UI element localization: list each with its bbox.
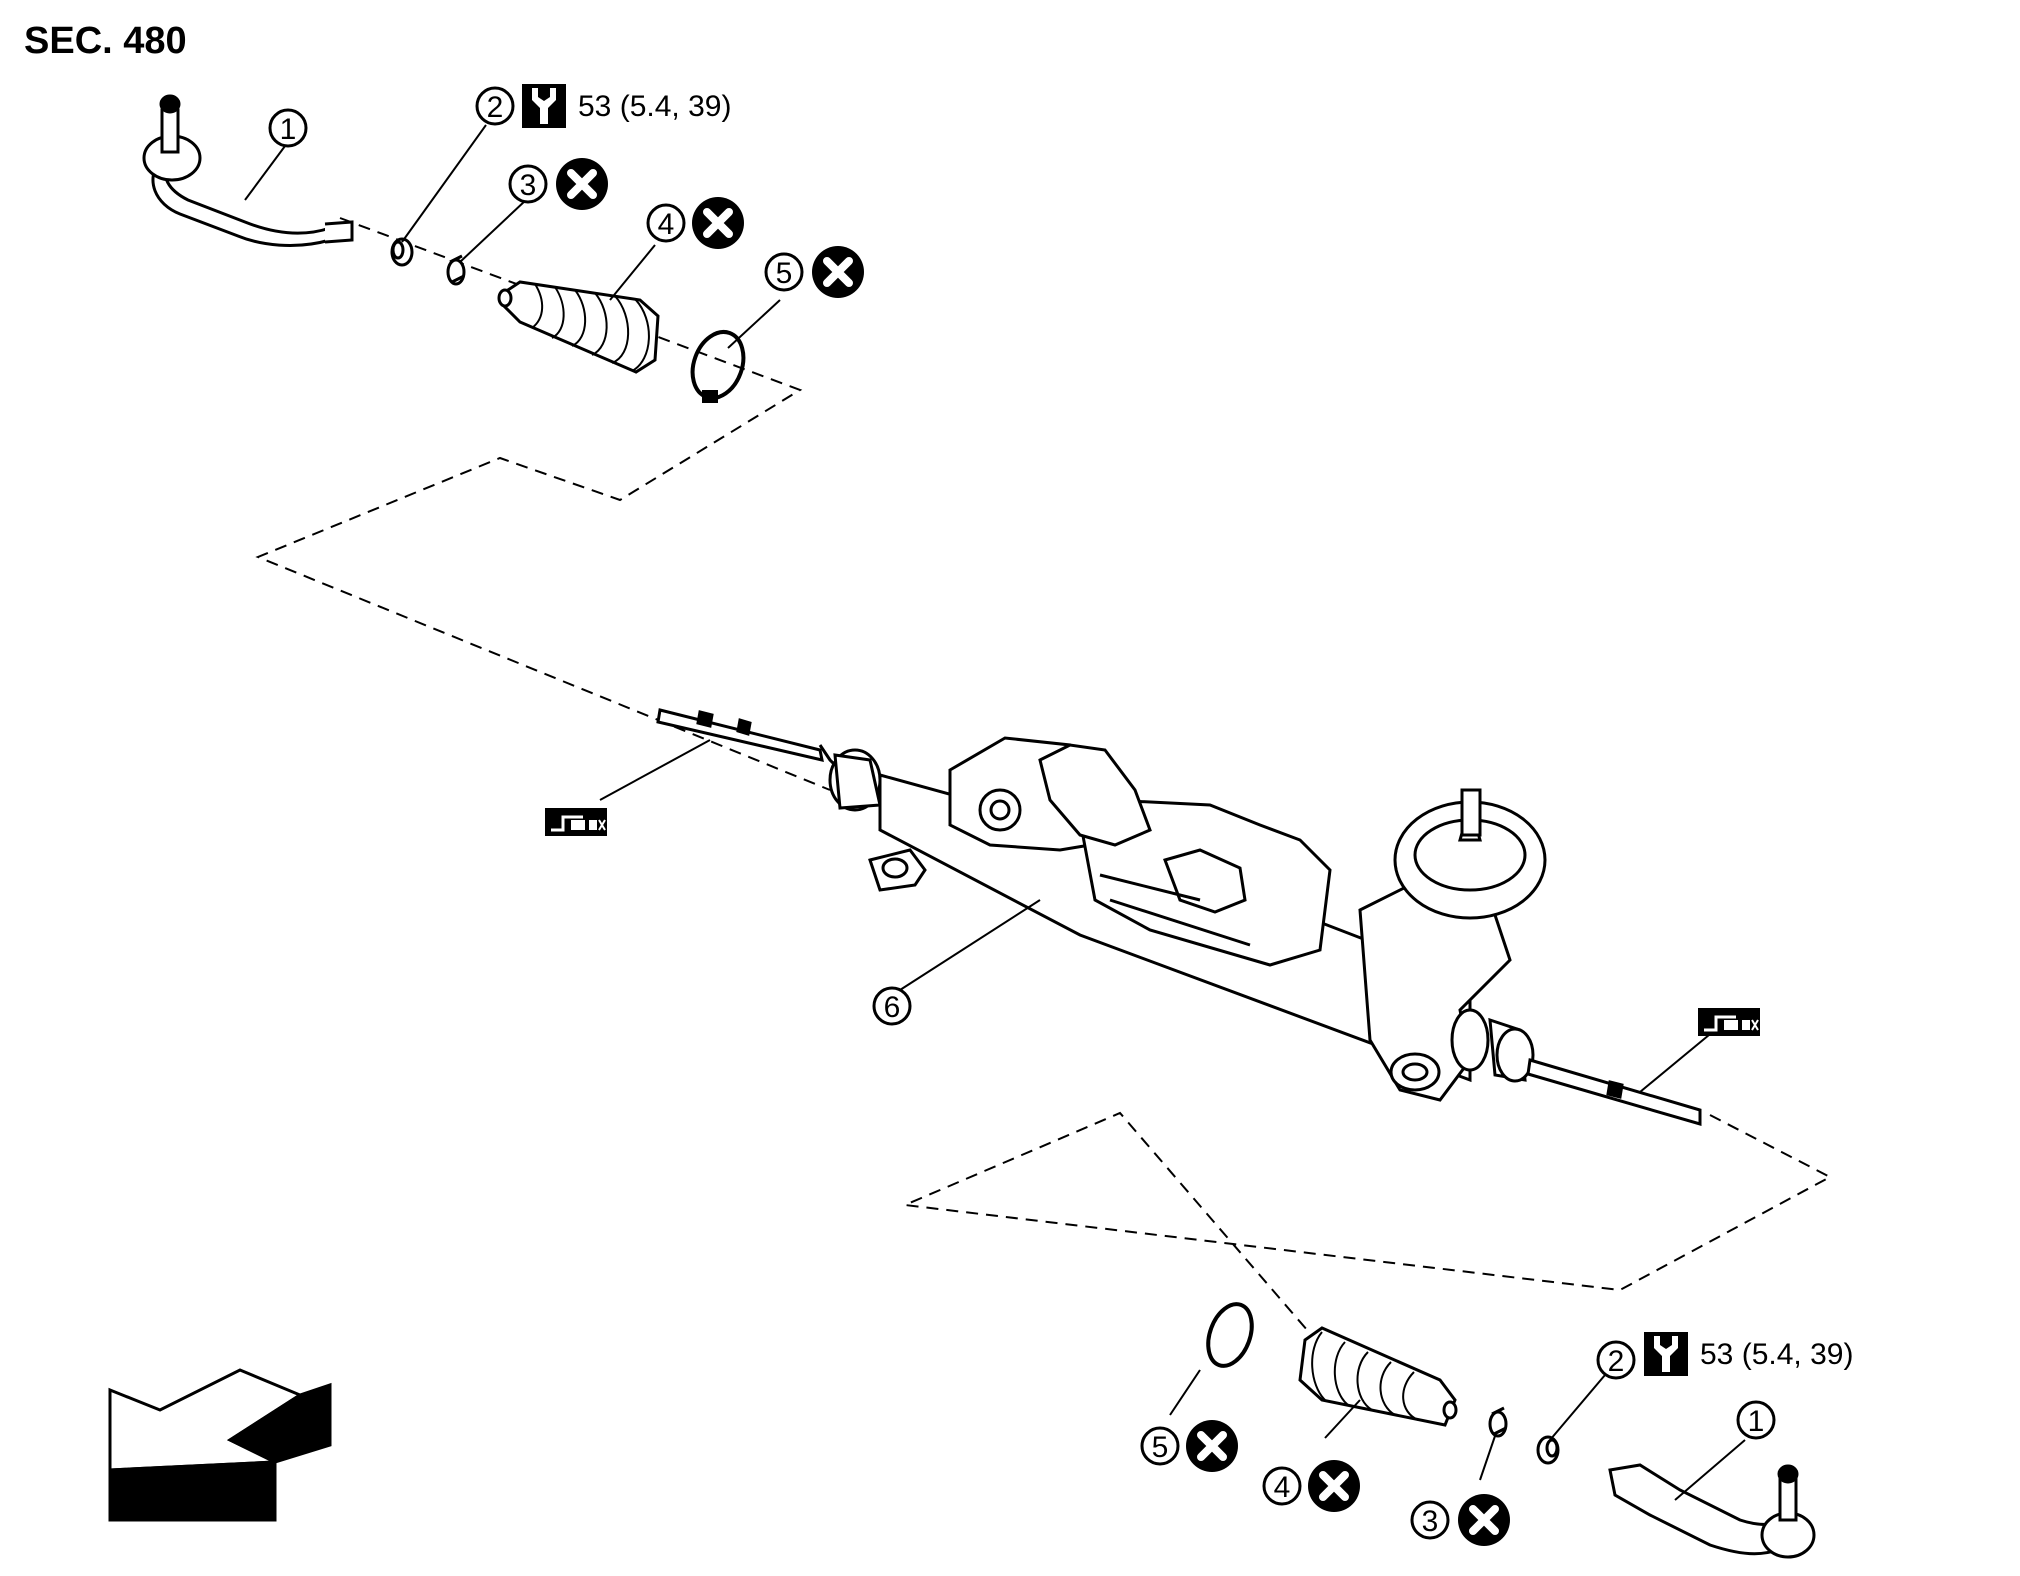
grease-application-icon [543,806,609,838]
inner-tie-rod-upper [656,708,837,767]
callout-5-lower: 5 [1140,1426,1180,1466]
torque-value-upper: 53 (5.4, 39) [578,90,731,123]
torque-wrench-icon [1644,1332,1688,1376]
torque-value-lower: 53 (5.4, 39) [1700,1338,1853,1371]
callout-1-lower: 1 [1736,1400,1776,1440]
svg-text:2: 2 [487,91,504,124]
svg-text:3: 3 [1422,1505,1439,1538]
boot-lower [1298,1326,1458,1427]
boot-clamp-upper [446,254,466,286]
svg-text:5: 5 [1152,1431,1169,1464]
boot-band-upper [690,330,746,403]
lock-nut-lower [1536,1435,1560,1465]
x-circle-icon [1458,1494,1510,1546]
boot-clamp-lower [1488,1406,1508,1438]
callout-3-lower: 3 [1410,1500,1450,1540]
callout-4-upper: 4 [646,203,686,243]
inner-tie-rod-lower [1526,1058,1702,1126]
callout-5-upper: 5 [764,252,804,292]
svg-text:5: 5 [776,257,793,290]
x-circle-icon [1186,1420,1238,1472]
boot-band-lower [1206,1302,1254,1368]
x-circle-icon [1308,1460,1360,1512]
lock-nut-upper [390,237,414,267]
callout-6: 6 [872,986,912,1026]
grease-application-icon [1696,1006,1762,1038]
boot-upper [497,280,660,374]
callout-1-upper: 1 [268,108,308,148]
svg-text:1: 1 [1748,1405,1765,1438]
svg-text:2: 2 [1608,1345,1625,1378]
alignment-dashed-lines [255,217,1833,1346]
callout-4-lower: 4 [1262,1466,1302,1506]
svg-text:1: 1 [280,113,297,146]
outer-socket-lower [1608,1463,1816,1559]
steering-gear-assembly [828,736,1547,1102]
svg-text:4: 4 [658,208,675,241]
section-title: SEC. 480 [24,20,187,62]
outer-socket-upper [142,94,354,248]
svg-text:4: 4 [1274,1471,1291,1504]
x-circle-icon [556,158,608,210]
front-direction-arrow-icon [108,1368,332,1522]
callout-2-upper: 2 [475,86,515,126]
callout-2-lower: 2 [1596,1340,1636,1380]
torque-wrench-icon [522,84,566,128]
x-circle-icon [692,197,744,249]
x-circle-icon [812,246,864,298]
svg-text:6: 6 [884,991,901,1024]
svg-text:3: 3 [520,169,537,202]
leader-lines [244,124,1746,1501]
callout-3-upper: 3 [508,164,548,204]
